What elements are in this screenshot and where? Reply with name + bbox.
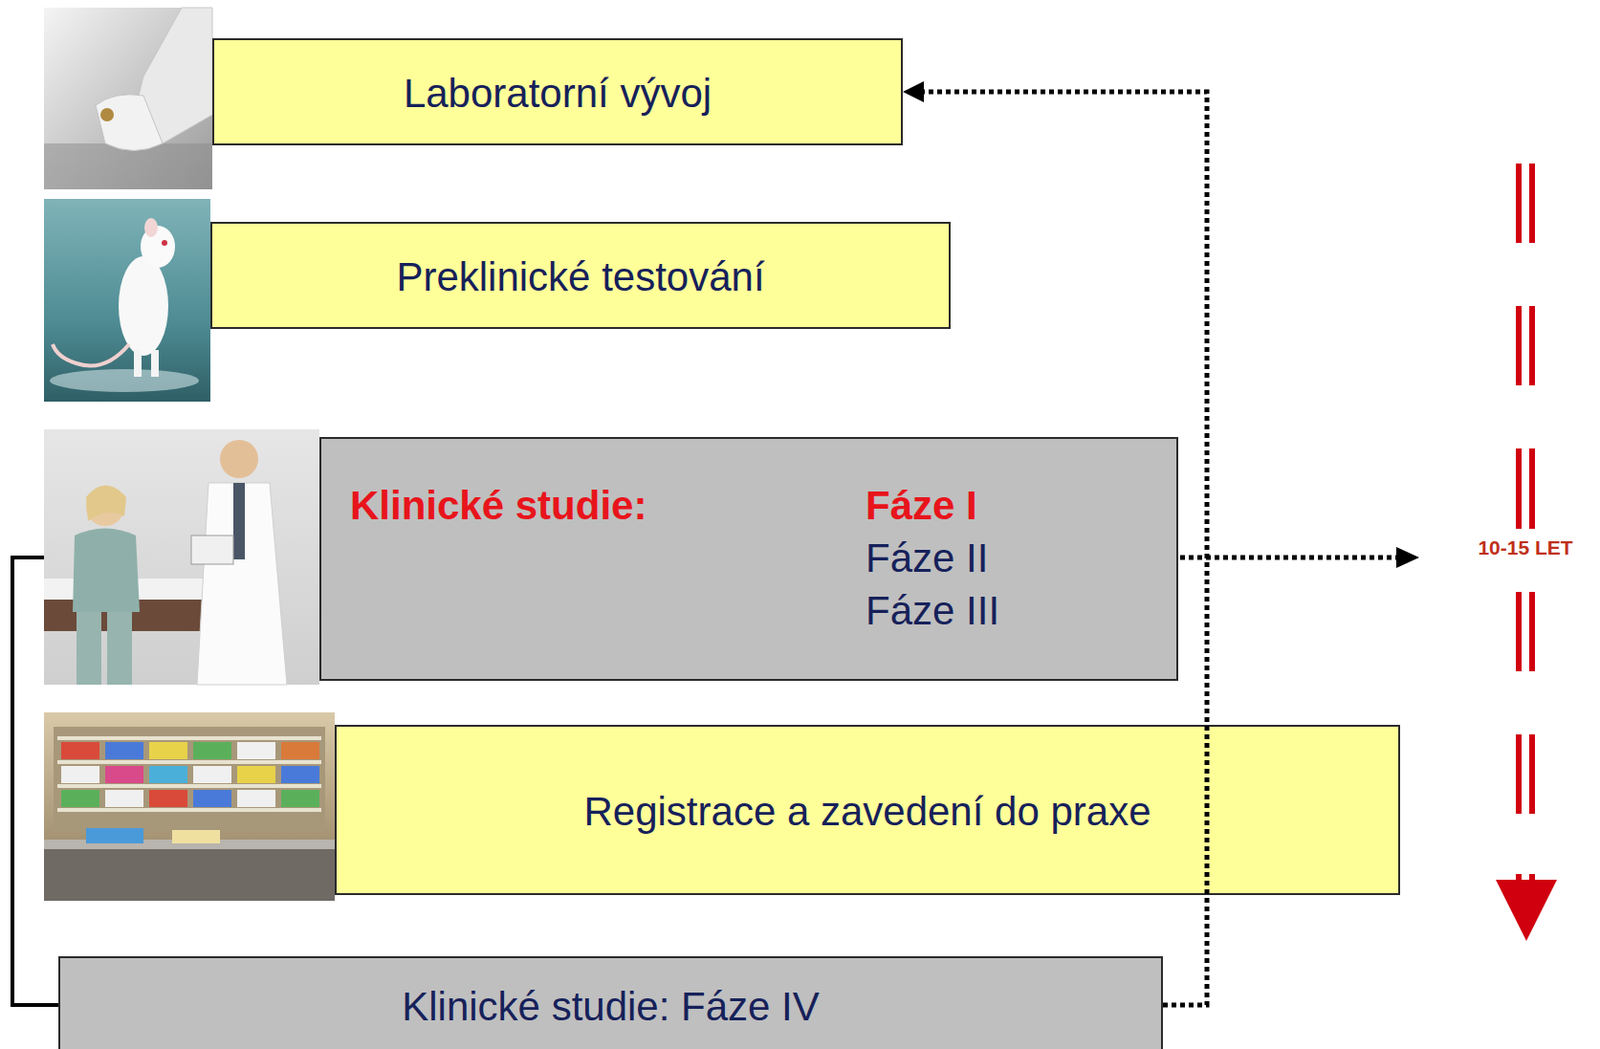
connector-line (12, 557, 59, 1006)
duration-label: 10-15 LET (1477, 536, 1573, 559)
text-slot: Laboratorní vývoj (212, 69, 903, 118)
text-slot: Preklinické testování (210, 253, 951, 302)
time-arrowhead (1495, 879, 1557, 942)
process-box: Registrace a zavedení do praxe (334, 724, 1401, 896)
label-slot: 10-15 LET (1472, 536, 1579, 560)
node-text: Klinické studie: (350, 482, 647, 528)
text-slot: Fáze I (865, 482, 978, 530)
text-slot: Fáze III (865, 587, 1000, 636)
text-slot: Klinické studie: (350, 482, 647, 530)
solid-link-line (12, 557, 59, 1006)
rat-photo (43, 198, 211, 402)
node-text: Fáze I (865, 482, 978, 528)
process-box: Preklinické testování (210, 221, 951, 329)
process-box: Laboratorní vývoj (212, 38, 903, 146)
connector-line (921, 91, 1207, 1006)
node-text: Laboratorní vývoj (403, 70, 712, 116)
lab-photo (43, 7, 213, 190)
time-axis (1518, 163, 1533, 884)
arrowhead (902, 81, 924, 103)
text-slot: Fáze II (865, 534, 988, 583)
dotted-feedback-arrow (902, 81, 1207, 1006)
clinical-box: Klinické studie: Fáze I Fáze II Fáze III (43, 437, 1179, 681)
process-box: Klinické studie: Fáze IV (58, 956, 1163, 1049)
box-fill (319, 437, 1179, 681)
pharmacy-photo (43, 712, 335, 901)
node-text: Fáze III (865, 588, 1000, 634)
node-text: Klinické studie: Fáze IV (401, 984, 820, 1030)
text-slot: Klinické studie: Fáze IV (58, 983, 1163, 1031)
node-text: Fáze II (865, 535, 988, 581)
time-pointer-arrow (1180, 547, 1420, 569)
node-text: Preklinické testování (395, 254, 765, 300)
text-slot: Registrace a zavedení do praxe (334, 788, 1401, 836)
node-text: Registrace a zavedení do praxe (583, 789, 1151, 834)
clinic-photo (43, 429, 320, 685)
